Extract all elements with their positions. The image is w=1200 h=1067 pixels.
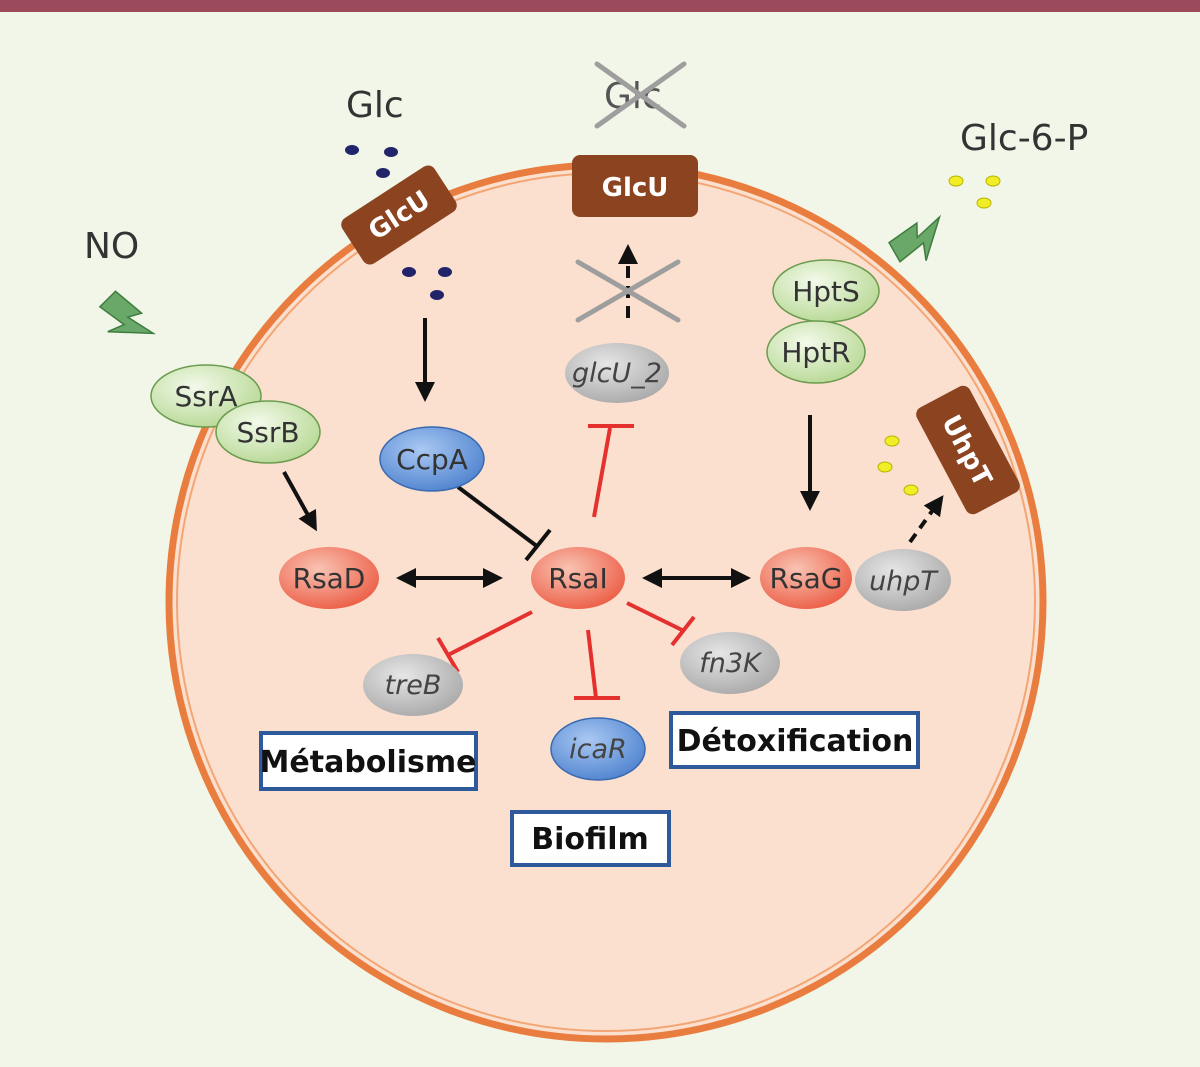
glc-crossed-label: Glc <box>604 76 662 117</box>
uhpt-gene-node: uhpT <box>855 549 951 611</box>
metabolism-box: Métabolisme <box>259 731 478 791</box>
detox-label: Détoxification <box>677 724 914 759</box>
icar-label: icaR <box>569 734 627 765</box>
lightning-glc6p-icon <box>888 214 942 263</box>
arrow-uhpt-gene-to-transporter <box>908 495 944 544</box>
lightning-no-icon <box>98 290 157 335</box>
hpts-node: HptS <box>772 259 880 323</box>
inhibition-rsai-fn3k <box>626 601 696 647</box>
glc6p-molecules-outside <box>948 175 1001 209</box>
rsad-label: RsaD <box>293 562 366 595</box>
inhibition-rsai-glcu2 <box>588 424 634 518</box>
no-label: NO <box>84 226 139 267</box>
glc-molecules-outside <box>345 145 398 178</box>
glcu-top-transporter: GlcU <box>572 155 698 217</box>
fn3k-label: fn3K <box>699 648 763 679</box>
inhibition-rsai-icar <box>574 629 620 700</box>
cross-mark-arrow-icon <box>575 259 681 323</box>
hptr-label: HptR <box>781 336 850 369</box>
top-bar <box>0 0 1200 12</box>
cross-mark-icon <box>594 61 687 129</box>
rsag-label: RsaG <box>770 562 843 595</box>
ccpa-label: CcpA <box>396 443 468 476</box>
detox-box: Détoxification <box>669 711 920 769</box>
arrow-ssrb-to-rsad <box>282 471 317 532</box>
hpts-label: HptS <box>792 275 860 308</box>
ssra-label: SsrA <box>174 380 237 413</box>
metabolism-label: Métabolisme <box>260 745 477 780</box>
rsai-label: RsaI <box>548 562 607 595</box>
glcu2-node: glcU_2 <box>565 343 669 403</box>
fn3k-node: fn3K <box>680 632 780 694</box>
biofilm-box: Biofilm <box>510 810 671 867</box>
inhibition-ccpa-rsai <box>456 485 552 562</box>
treb-label: treB <box>385 670 442 701</box>
inhibition-rsai-treb <box>436 610 533 674</box>
rsad-node: RsaD <box>279 547 379 609</box>
glc6p-label: Glc-6-P <box>960 118 1088 159</box>
rsai-node: RsaI <box>531 547 625 609</box>
icar-node: icaR <box>550 717 646 781</box>
glcu2-label: glcU_2 <box>572 358 662 389</box>
biofilm-label: Biofilm <box>531 822 649 857</box>
glc-molecules-inside <box>402 267 452 300</box>
uhpt-gene-label: uhpT <box>869 566 939 597</box>
ccpa-node: CcpA <box>379 426 485 492</box>
glc-left-label: Glc <box>346 85 404 126</box>
ssrb-label: SsrB <box>236 416 299 449</box>
rsag-node: RsaG <box>760 547 852 609</box>
treb-node: treB <box>363 654 463 716</box>
hptr-node: HptR <box>766 320 866 384</box>
ssrb-node: SsrB <box>215 400 321 464</box>
glcu-top-label: GlcU <box>602 173 669 203</box>
glc6p-molecules-inside <box>877 435 919 496</box>
